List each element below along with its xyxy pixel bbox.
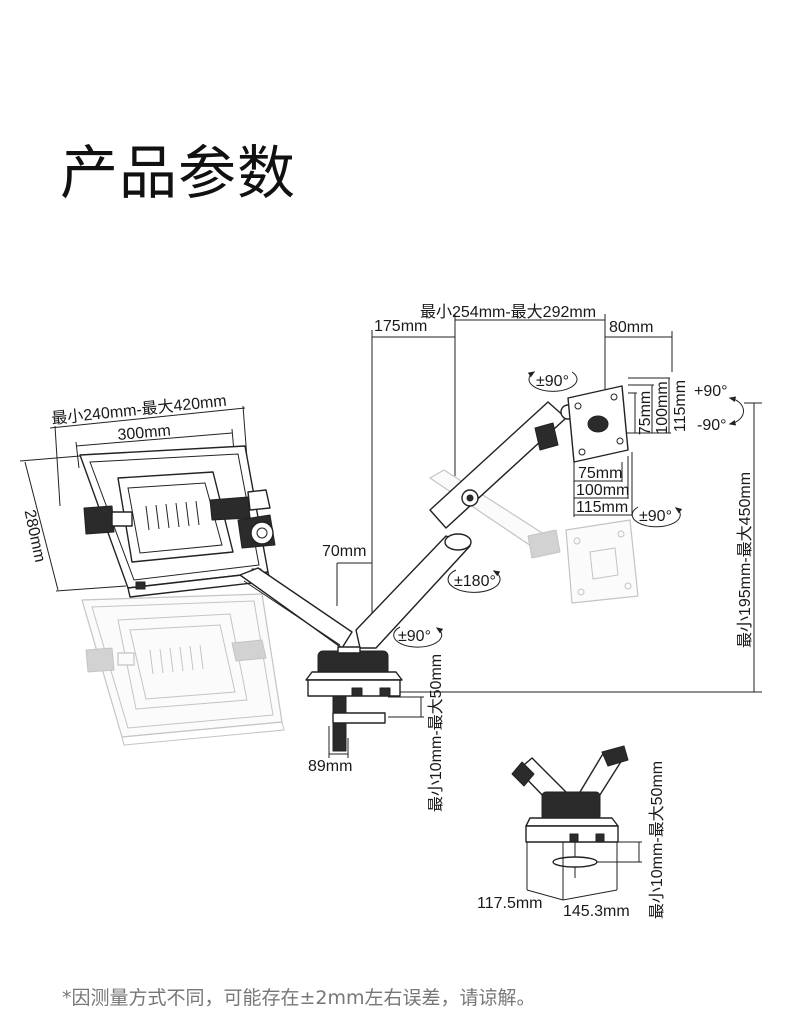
head-rotation-label: ±90° <box>536 373 569 390</box>
vesa-vertical-100-label: 100mm <box>654 381 671 434</box>
base-slot <box>379 687 391 697</box>
tray-depth-dim-line <box>24 461 59 591</box>
arm-offset-label: 175mm <box>374 318 427 335</box>
arm-span-label: 最小254mm-最大292mm <box>420 303 596 321</box>
tray-width-tick-left <box>75 441 80 469</box>
vesa-horizontal-75-label: 75mm <box>578 465 622 482</box>
pole-cap-top <box>337 646 361 654</box>
detail-right-arm-cap <box>601 745 629 767</box>
tray-width-range-label: 最小240mm-最大420mm <box>51 392 228 428</box>
elbow-rotation-label: ±180° <box>454 573 496 590</box>
vesa-hole <box>616 437 624 445</box>
tray-tilt-knob <box>250 521 274 545</box>
tension-knob-center <box>466 494 474 502</box>
tray-right-hook <box>247 489 271 511</box>
detail-clamp-thickness-label: 最小10mm-最大50mm <box>648 761 666 919</box>
vesa-hole <box>574 402 582 410</box>
lower-arm-edge <box>375 545 471 649</box>
plate-rotation-arrow <box>631 506 683 528</box>
left-arm <box>239 567 353 649</box>
ghost-tray-inner-edge <box>91 600 274 729</box>
ghost-plate-hole <box>617 530 625 538</box>
vesa-horizontal-100-label: 100mm <box>576 482 629 499</box>
tray-tilt-knob-center <box>256 527 268 539</box>
vesa-horizontal-115-label: 115mm <box>576 499 628 516</box>
elbow-joint <box>444 533 472 551</box>
plate-rotation-label: ±90° <box>639 508 672 525</box>
rotation-arrows <box>393 371 744 648</box>
page-title: 产品参数 <box>60 139 297 207</box>
clamp-foot <box>332 712 386 724</box>
tray-slots <box>145 500 200 531</box>
detail-clamp-disc <box>552 856 598 868</box>
tray-depth-bottom-ref <box>55 585 127 592</box>
left-arm-edge <box>243 580 341 646</box>
ghost-plate-outline <box>565 519 639 604</box>
vesa-plate <box>567 385 629 463</box>
ghost-tray-plate <box>117 613 248 710</box>
vesa-vertical-75-label: 75mm <box>637 391 654 435</box>
detail-base-slot <box>569 833 579 843</box>
ghost-left-bracket <box>85 647 115 673</box>
ghost-plate-hole <box>573 537 581 545</box>
detail-base-top <box>525 817 619 827</box>
base-rotation-arrow <box>393 626 444 648</box>
tray-right-bracket <box>209 496 251 521</box>
ghost-tray-plate-inner <box>129 624 236 700</box>
tray-left-clip <box>111 511 133 527</box>
base-slot <box>351 687 363 697</box>
base-rotation-label: ±90° <box>398 628 431 645</box>
ghost-plate-center <box>589 547 619 580</box>
tray-range-tick-left <box>54 425 61 507</box>
ghost-vesa-plate <box>565 519 639 604</box>
arm-base-offset-label: 70mm <box>322 543 366 560</box>
tray-inner-edge <box>89 453 260 581</box>
ghost-plate-hole <box>624 582 632 590</box>
tray-range-dim-line <box>49 407 246 429</box>
ghost-bracket-clip <box>117 652 135 666</box>
head-rotation-arrow <box>527 371 578 392</box>
vesa-hole <box>578 448 586 456</box>
tray-lip-stop <box>135 581 146 590</box>
clamp-detail-drawing: 最小10mm-最大50mm 117.5mm 145.3mm <box>477 745 666 920</box>
tray-vesa-plate-inner <box>127 482 223 554</box>
clamp-width-label: 89mm <box>308 758 352 775</box>
desk-clamp-base <box>305 646 403 752</box>
tray-vesa-plate <box>117 471 234 563</box>
tilt-down-label: -90° <box>697 417 727 434</box>
arm-head-block <box>534 422 559 451</box>
dimension-lines <box>19 314 762 758</box>
tilt-up-label: +90° <box>694 383 728 400</box>
tray-width-dim-line <box>75 432 233 447</box>
detail-pole-cap <box>541 791 601 821</box>
base-top <box>305 671 403 681</box>
tray-left-bracket <box>83 505 115 535</box>
ghost-plate-hole <box>577 588 585 596</box>
ghost-laptop-tray <box>81 593 285 746</box>
vesa-hole <box>610 393 618 401</box>
vesa-center-lock <box>587 415 609 433</box>
detail-base-width-label: 145.3mm <box>563 903 630 920</box>
ghost-right-bracket <box>231 639 267 662</box>
ghost-arm-head <box>527 529 561 559</box>
ghost-tray-lip <box>121 721 285 746</box>
tilt-arrow <box>728 396 744 426</box>
clamp-thickness-label: 最小10mm-最大50mm <box>427 654 445 812</box>
ghost-tray-slots <box>149 644 204 675</box>
lower-right-arm <box>355 533 472 649</box>
laptop-tray <box>79 445 276 598</box>
detail-left-arm-cap <box>511 761 535 787</box>
height-range-label: 最小195mm-最大450mm <box>736 472 754 648</box>
detail-base-depth-label: 117.5mm <box>477 895 543 912</box>
tray-width-label: 300mm <box>117 422 172 444</box>
footnote: *因测量方式不同，可能存在±2mm左右误差，请谅解。 <box>62 987 536 1009</box>
tray-depth-top-ref <box>19 455 81 462</box>
vesa-vertical-115-label: 115mm <box>672 380 689 432</box>
elbow-rotation-arrow <box>447 569 501 593</box>
head-offset-label: 80mm <box>609 319 653 336</box>
detail-base-slot <box>595 833 605 843</box>
